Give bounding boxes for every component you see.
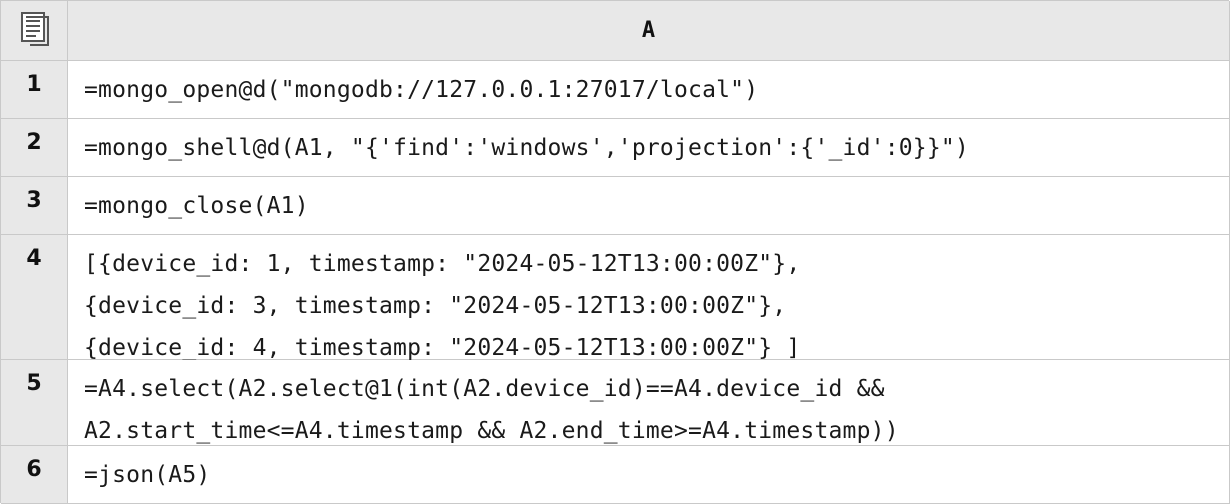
row-header-5[interactable]: 5 [1, 360, 68, 446]
column-header-a[interactable]: A [68, 1, 1230, 61]
code-line: {device_id: 4, timestamp: "2024-05-12T13… [84, 335, 801, 361]
cell-a2[interactable]: =mongo_shell@d(A1, "{'find':'windows','p… [68, 119, 1230, 177]
row-header-6[interactable]: 6 [1, 446, 68, 504]
row-header-2[interactable]: 2 [1, 119, 68, 177]
cell-a5[interactable]: =A4.select(A2.select@1(int(A2.device_id)… [68, 360, 1230, 446]
cell-a3[interactable]: =mongo_close(A1) [68, 177, 1230, 235]
row-header-4[interactable]: 4 [1, 235, 68, 360]
row-header-1[interactable]: 1 [1, 61, 68, 119]
cell-a1[interactable]: =mongo_open@d("mongodb://127.0.0.1:27017… [68, 61, 1230, 119]
code-line: [{device_id: 1, timestamp: "2024-05-12T1… [84, 251, 801, 277]
select-all-corner[interactable] [1, 1, 68, 61]
code-line: =mongo_shell@d(A1, "{'find':'windows','p… [84, 135, 969, 161]
code-line: {device_id: 3, timestamp: "2024-05-12T13… [84, 293, 787, 319]
row-header-3[interactable]: 3 [1, 177, 68, 235]
code-line: A2.start_time<=A4.timestamp && A2.end_ti… [84, 418, 899, 444]
code-line: =mongo_close(A1) [84, 193, 309, 219]
document-icon [18, 11, 50, 51]
cell-a6[interactable]: =json(A5) [68, 446, 1230, 504]
cell-a4[interactable]: [{device_id: 1, timestamp: "2024-05-12T1… [68, 235, 1230, 361]
code-line: =json(A5) [84, 462, 211, 488]
code-line: =mongo_open@d("mongodb://127.0.0.1:27017… [84, 77, 759, 103]
code-line: =A4.select(A2.select@1(int(A2.device_id)… [84, 376, 885, 402]
